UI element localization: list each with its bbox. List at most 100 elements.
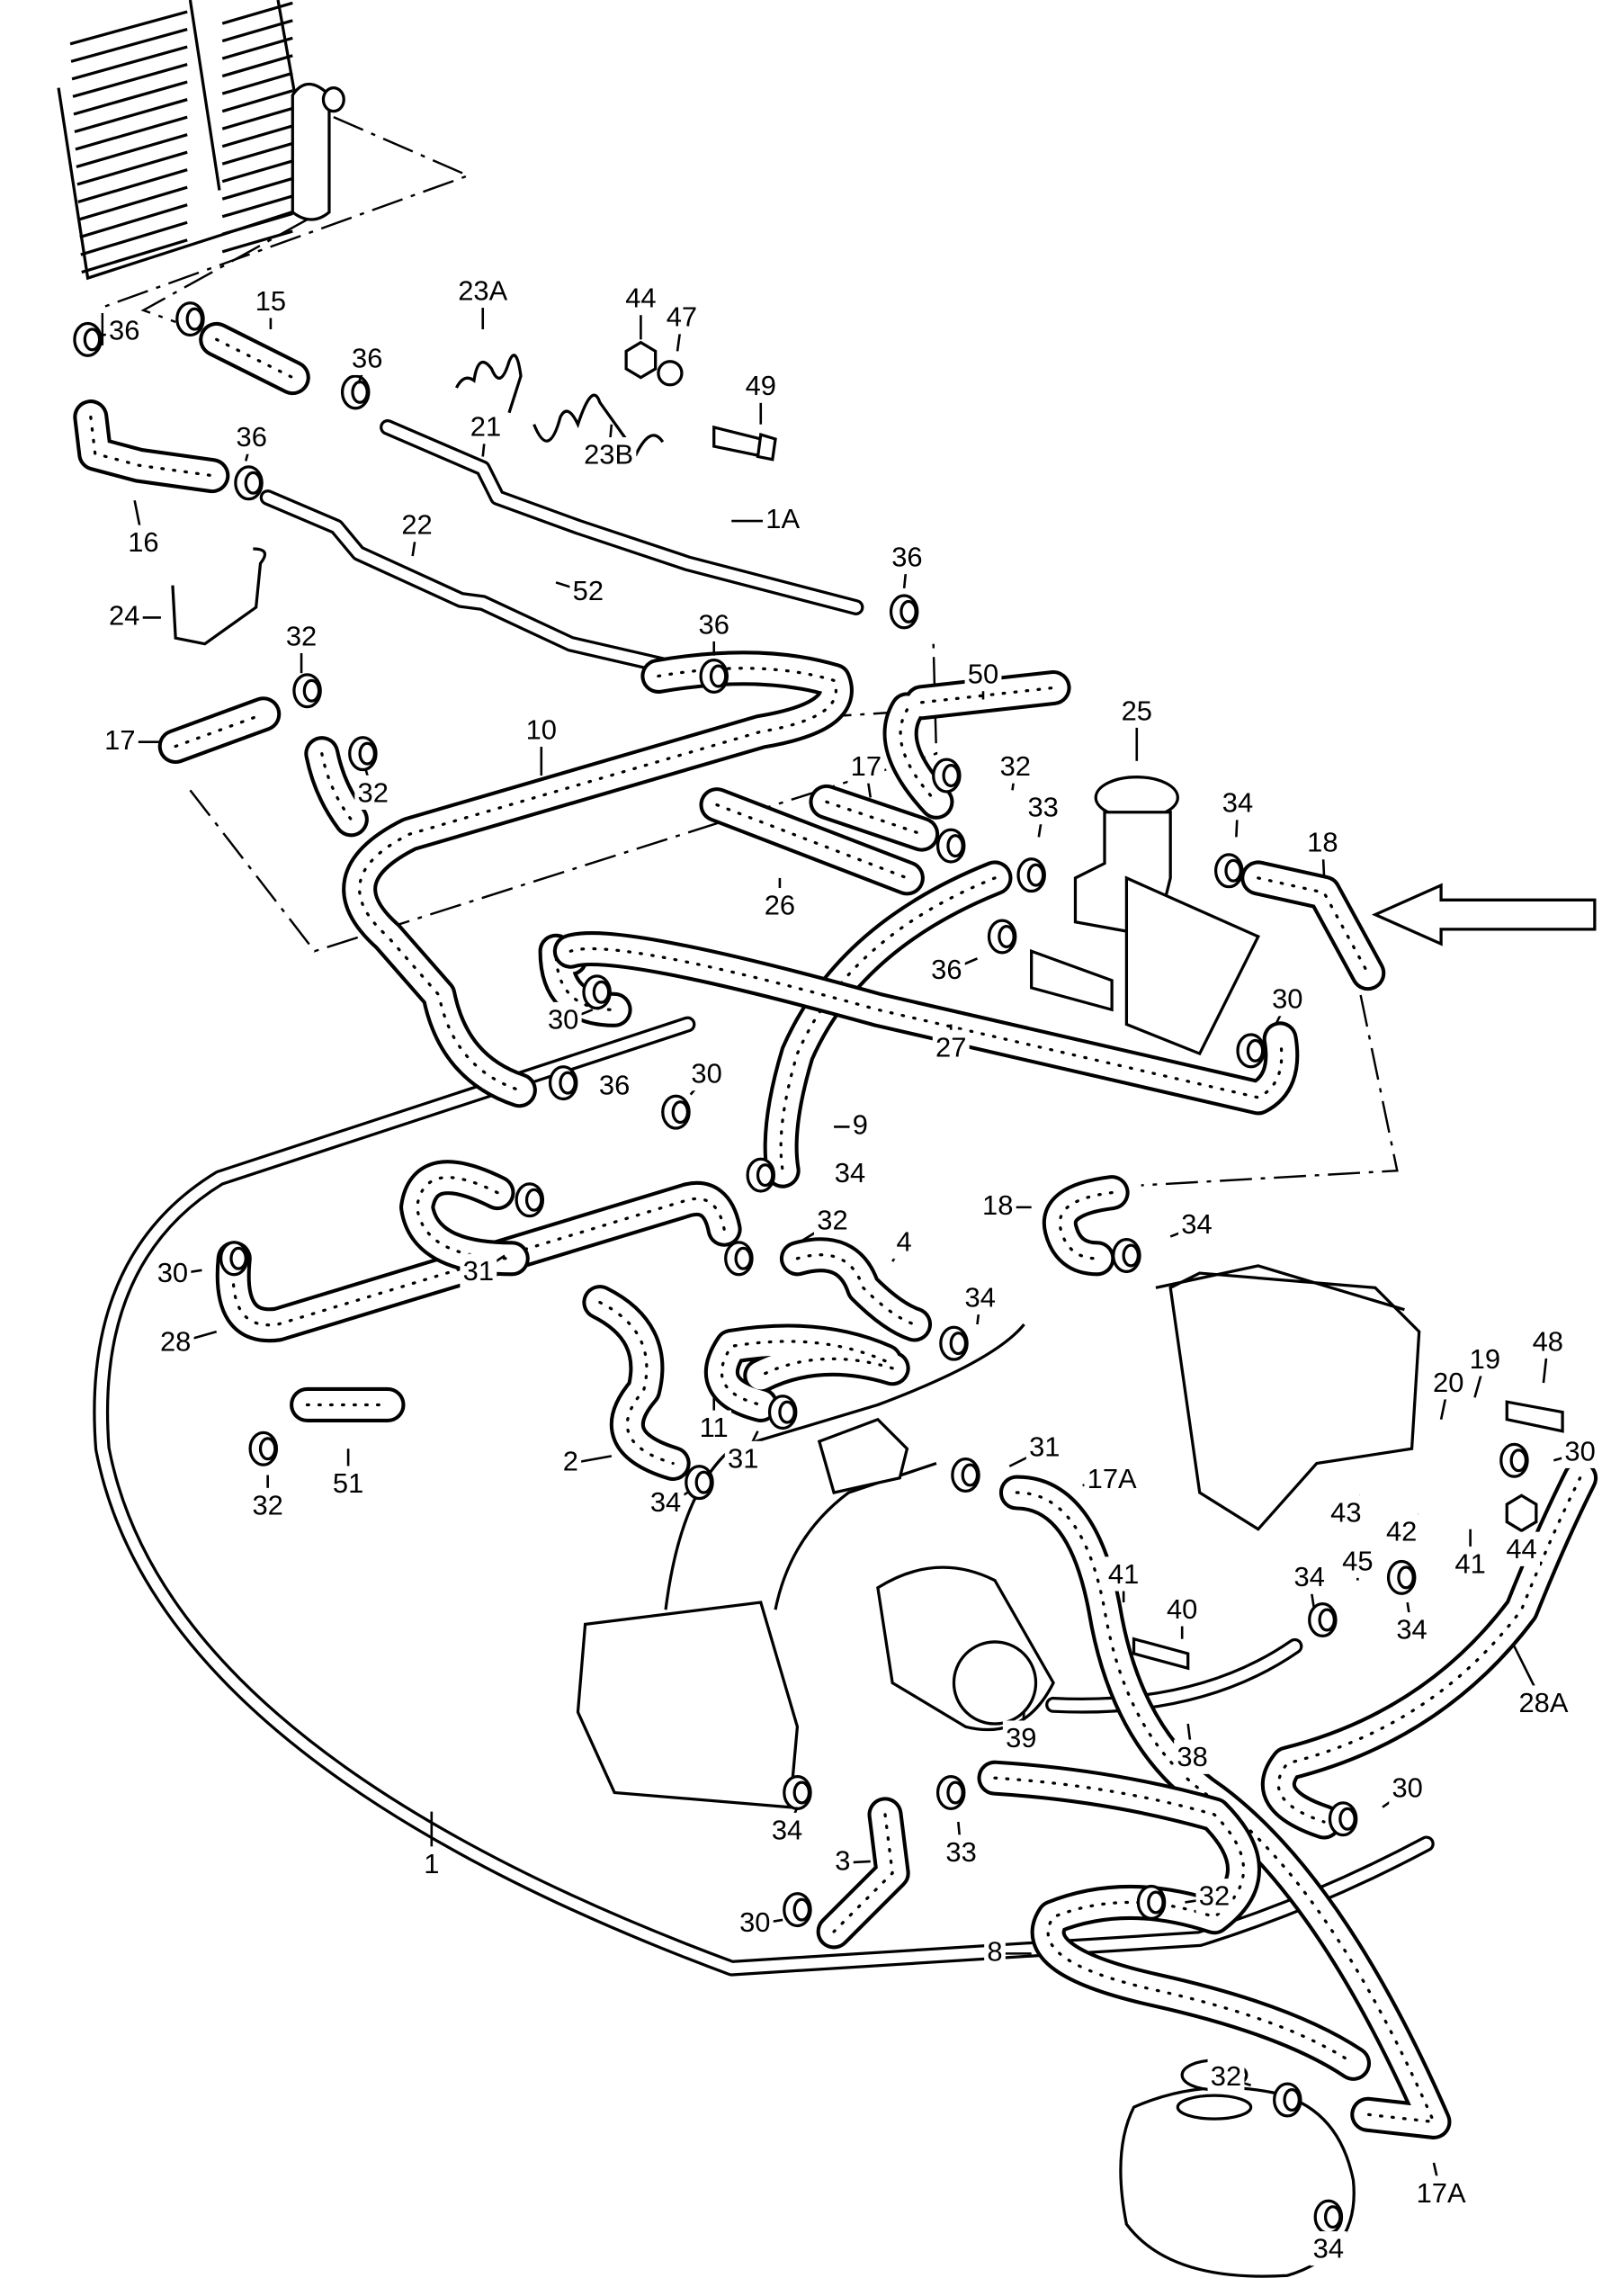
pipe-38 <box>1045 1637 1303 1714</box>
label-background <box>124 525 162 560</box>
coolant-hoses <box>73 321 1598 2139</box>
hose-clamp <box>1213 853 1244 889</box>
part-label-34: 34 <box>772 1815 802 1846</box>
label-background <box>1268 982 1306 1017</box>
part-label-34: 34 <box>1313 2233 1344 2265</box>
hose-clamp <box>1136 1884 1167 1920</box>
label-background <box>622 280 659 316</box>
bolt-49 <box>712 425 777 462</box>
hose-clamp <box>1313 2199 1344 2235</box>
part-label-2: 2 <box>563 1446 578 1477</box>
label-background <box>1503 1531 1540 1566</box>
part-label-30: 30 <box>739 1906 770 1938</box>
label-background <box>157 1323 194 1359</box>
label-background <box>888 539 926 575</box>
label-background <box>847 749 885 784</box>
label-background <box>580 437 637 472</box>
part-label-36: 36 <box>237 421 267 453</box>
label-background <box>1338 1543 1376 1578</box>
hose <box>1042 1175 1130 1277</box>
direction-arrow-left-icon <box>1371 883 1597 946</box>
label-background <box>1174 1739 1212 1774</box>
part-label-41: 41 <box>1108 1558 1139 1590</box>
label-background <box>1207 2058 1245 2094</box>
radiator-fin <box>221 106 293 130</box>
part-label-32: 32 <box>817 1204 847 1235</box>
radiator-fin <box>221 124 293 148</box>
radiator-fin <box>221 36 293 60</box>
label-background <box>1429 1365 1467 1400</box>
part-label-4: 4 <box>897 1226 912 1258</box>
hose <box>399 1160 530 1277</box>
part-label-34: 34 <box>1181 1208 1212 1240</box>
part-label-31: 31 <box>463 1255 494 1287</box>
label-background <box>544 1001 582 1037</box>
part-label-32: 32 <box>1199 1880 1230 1912</box>
part-label-34: 34 <box>1222 787 1253 819</box>
hose <box>816 1797 910 1950</box>
part-label-1: 1 <box>424 1848 439 1879</box>
part-label-30: 30 <box>1564 1435 1595 1466</box>
hose-clamp <box>699 658 729 694</box>
spring-clip-23b <box>533 393 665 457</box>
radiator-fin <box>69 10 188 46</box>
label-background <box>1118 693 1156 728</box>
label-background <box>742 368 780 403</box>
nut-44 <box>624 340 684 387</box>
label-background <box>354 775 392 810</box>
label-background <box>455 273 511 309</box>
label-background <box>1516 1685 1572 1720</box>
radiator-fin <box>70 27 188 63</box>
part-label-11: 11 <box>700 1412 729 1443</box>
label-background <box>763 501 803 536</box>
part-label-36: 36 <box>699 608 729 640</box>
hose-clamp <box>767 1395 798 1431</box>
part-label-32: 32 <box>358 776 389 808</box>
label-background <box>105 597 143 633</box>
part-label-31: 31 <box>1029 1431 1060 1462</box>
hose <box>1260 1460 1598 1840</box>
part-label-15: 15 <box>255 285 286 317</box>
label-background <box>233 419 271 454</box>
label-background <box>101 722 139 758</box>
part-label-1a: 1A <box>765 503 800 534</box>
label-background <box>1219 785 1257 821</box>
part-label-3: 3 <box>835 1845 850 1877</box>
part-label-44: 44 <box>625 283 656 314</box>
hose-clamp <box>935 828 966 864</box>
hose-clamp <box>1112 1238 1141 1274</box>
label-background <box>559 1444 582 1479</box>
label-background <box>523 712 560 748</box>
radiator-fin <box>76 133 188 169</box>
radiator-fin <box>79 203 188 239</box>
hose <box>809 784 940 852</box>
part-label-34: 34 <box>835 1157 865 1188</box>
part-label-36: 36 <box>891 541 922 572</box>
pipe-22 <box>259 489 674 675</box>
hose <box>779 1237 933 1342</box>
label-background <box>696 1410 732 1445</box>
label-background <box>997 749 1034 784</box>
radiator-fin <box>221 1 293 25</box>
bracket-24 <box>171 547 267 646</box>
part-label-34: 34 <box>1294 1561 1325 1592</box>
hose-clamp <box>661 1094 691 1130</box>
hose-clamp <box>219 1241 249 1277</box>
label-background <box>1393 1612 1430 1647</box>
part-label-45: 45 <box>1342 1545 1373 1576</box>
hose <box>304 736 369 838</box>
label-background <box>1383 1514 1420 1549</box>
radiator-fin <box>221 211 293 236</box>
part-label-25: 25 <box>1122 695 1152 726</box>
label-background <box>1529 1323 1567 1359</box>
part-label-32: 32 <box>286 620 317 651</box>
radiator-fin <box>76 150 188 186</box>
radiator-fin <box>81 238 188 274</box>
label-background <box>984 1933 1006 1969</box>
part-label-32: 32 <box>1211 2060 1241 2092</box>
part-label-48: 48 <box>1533 1325 1563 1357</box>
part-label-41: 41 <box>1454 1548 1485 1580</box>
radiator-fin <box>221 176 293 201</box>
part-label-23b: 23B <box>584 439 633 471</box>
